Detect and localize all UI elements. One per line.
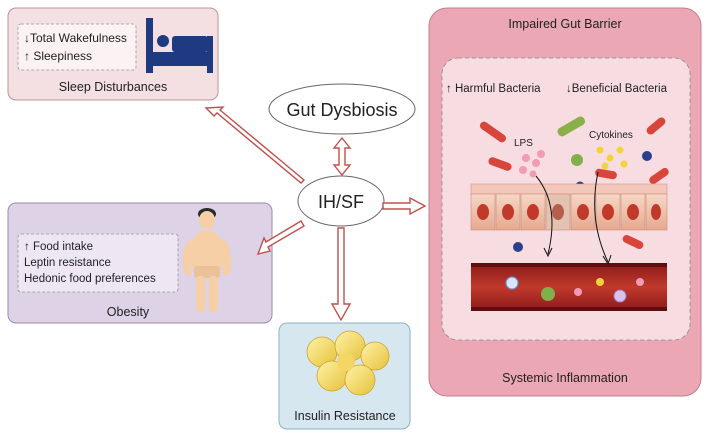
obesity-line-hedonic: Hedonic food preferences (24, 273, 156, 285)
beneficial-bacteria-label: ↓Beneficial Bacteria (566, 83, 668, 95)
gut-dysbiosis-label: Gut Dysbiosis (286, 100, 397, 120)
fat-cells-icon (306, 330, 390, 396)
arrow-to-insulin (330, 227, 352, 322)
double-arrow-dysbiosis (332, 136, 352, 177)
harmful-bacteria-icon (479, 117, 669, 249)
arrow-to-gut (382, 196, 427, 216)
sleep-line-wakefulness: ↓Total Wakefulness (24, 31, 127, 45)
harmful-bacteria-label: ↑ Harmful Bacteria (446, 83, 541, 95)
lps-molecules-icon (519, 150, 545, 178)
gut-dysbiosis-node: Gut Dysbiosis (268, 83, 416, 135)
gut-panel-footer: Systemic Inflammation (502, 371, 628, 385)
obesity-panel-title: Obesity (107, 305, 150, 319)
sleep-panel-title: Sleep Disturbances (59, 80, 167, 94)
arrow-to-sleep (204, 106, 306, 184)
translocation-arrows (535, 171, 612, 266)
insulin-panel-title: Insulin Resistance (294, 409, 395, 423)
obesity-line-leptin: Leptin resistance (24, 257, 111, 269)
sleep-panel: ↓Total Wakefulness ↑ Sleepiness Sleep Di… (7, 7, 219, 101)
ih-sf-node: IH/SF (297, 175, 385, 227)
obesity-panel: ↑ Food intake Leptin resistance Hedonic … (7, 202, 273, 324)
arrow-to-obesity (256, 220, 305, 256)
arrows (204, 106, 427, 322)
epithelial-barrier (470, 183, 668, 231)
insulin-panel: Insulin Resistance (278, 322, 411, 430)
obese-person-icon (182, 208, 232, 312)
gut-panel: Impaired Gut Barrier ↑ Harmful Bacteria … (428, 7, 702, 397)
sleep-line-sleepiness: ↑ Sleepiness (24, 49, 92, 63)
gut-panel-title: Impaired Gut Barrier (508, 17, 621, 31)
cytokine-particle-icon (513, 242, 523, 252)
blood-vessel (471, 263, 667, 311)
ih-sf-label: IH/SF (318, 192, 364, 212)
obesity-line-food-intake: ↑ Food intake (24, 241, 93, 253)
cytokines-label: Cytokines (589, 130, 633, 141)
beneficial-bacteria-icon (557, 116, 586, 137)
bed-sleeping-person-icon (146, 18, 213, 73)
lps-label: LPS (514, 138, 533, 149)
